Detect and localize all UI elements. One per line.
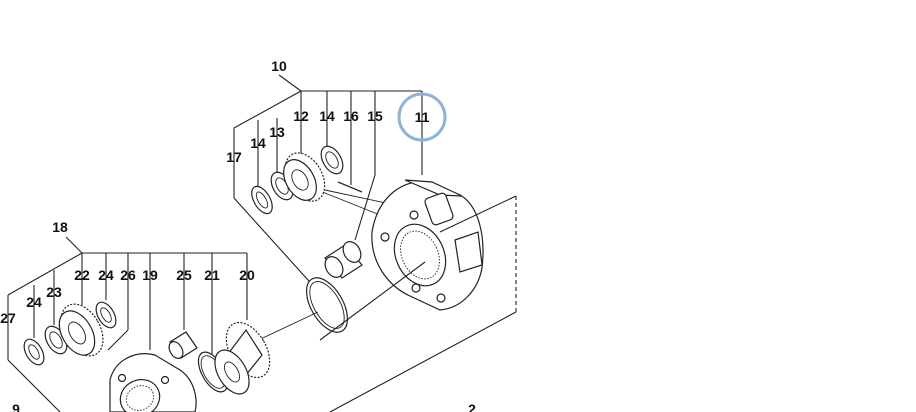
callout-21: 21	[204, 267, 220, 283]
callout-17: 17	[226, 149, 242, 165]
upper-washer-14b	[320, 145, 344, 175]
callout-15: 15	[367, 108, 383, 124]
callout-25: 25	[176, 267, 192, 283]
pin-16	[337, 181, 363, 193]
sleeve-15	[324, 241, 363, 279]
lower-sleeve-25	[168, 331, 198, 359]
callout-24-left: 24	[26, 294, 42, 310]
callout-12: 12	[293, 108, 309, 124]
callout-22: 22	[74, 267, 90, 283]
callout-10: 10	[271, 58, 287, 74]
callout-26: 26	[120, 267, 136, 283]
callout-13: 13	[269, 124, 285, 140]
lower-gear-20	[214, 321, 271, 395]
upper-dashed-bracket	[319, 195, 517, 412]
callout-14-left: 14	[250, 135, 266, 151]
planet-carrier-11	[371, 179, 484, 311]
callout-23: 23	[46, 284, 62, 300]
callout-2: 2	[468, 401, 476, 412]
callout-18: 18	[52, 219, 68, 235]
lower-gear-22	[58, 303, 104, 357]
o-ring-17	[305, 277, 349, 333]
lower-carrier-19	[109, 353, 197, 412]
upper-gear-12	[283, 152, 326, 202]
highlight-circle	[397, 92, 447, 142]
callout-20: 20	[239, 267, 255, 283]
lower-assembly-leader-lines	[7, 236, 319, 412]
callout-16: 16	[343, 108, 359, 124]
callout-24-right: 24	[98, 267, 114, 283]
callout-11: 11	[415, 109, 430, 125]
lower-washer-24	[23, 338, 45, 366]
callout-14-right: 14	[319, 108, 335, 124]
lower-washer-24b	[95, 301, 117, 329]
upper-washer-14	[251, 185, 273, 215]
callout-19: 19	[142, 267, 158, 283]
callout-27: 27	[0, 310, 16, 326]
callout-9: 9	[12, 401, 20, 412]
